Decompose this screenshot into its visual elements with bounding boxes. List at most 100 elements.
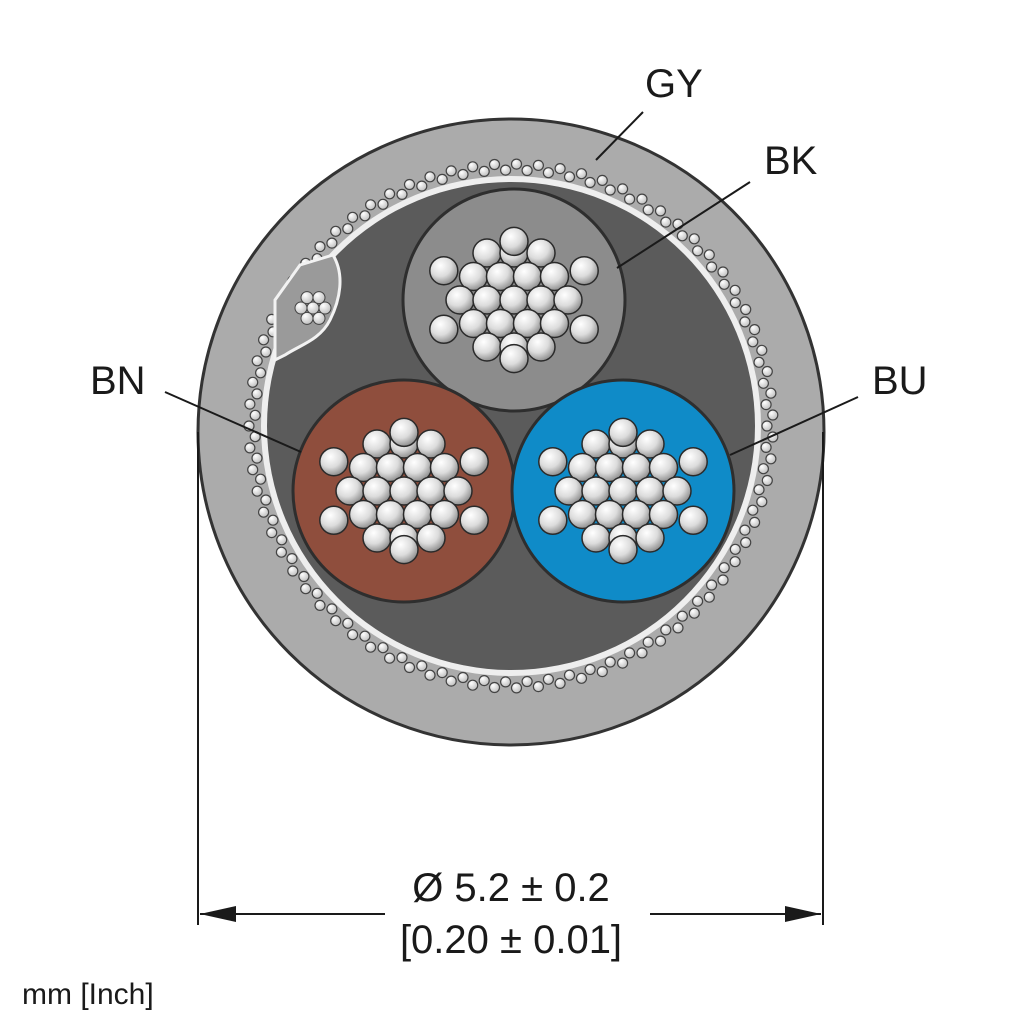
dimension-arrow-left (200, 906, 236, 922)
drain-strand (312, 291, 326, 305)
shield-wire (642, 636, 654, 648)
shield-wire (717, 574, 729, 586)
shield-wire (748, 324, 761, 336)
shield-wire (416, 180, 428, 192)
shield-wire (748, 516, 761, 529)
shield-wire (596, 174, 608, 186)
drain-strand (300, 291, 314, 305)
drain-strand (312, 311, 326, 325)
shield-wire (575, 672, 588, 684)
conductor-strand (539, 308, 570, 339)
shield-wire (488, 158, 501, 171)
conductor-strand (581, 523, 611, 553)
shield-wire (467, 679, 479, 691)
shield-wire (311, 587, 323, 599)
shield-wire (326, 603, 338, 615)
shield-wire (247, 464, 259, 476)
shield-wire (347, 211, 359, 223)
shield-wire (403, 661, 416, 674)
conductor-strand (429, 314, 459, 345)
units-note: mm [Inch] (22, 978, 154, 1011)
shield-wire (260, 494, 272, 506)
shield-wire (467, 161, 479, 173)
strands-bn (319, 417, 489, 565)
shield-wire (326, 237, 338, 249)
shield-wire (247, 376, 259, 388)
shield-wire (359, 630, 371, 642)
conductor-strand (389, 417, 419, 448)
shield-wire (554, 163, 566, 175)
shield-wire (365, 199, 377, 211)
shield-wire (717, 266, 729, 278)
conductor-strand (538, 505, 568, 536)
conductor-strand (389, 534, 419, 565)
conductor-strand (553, 285, 583, 315)
shield-wire (424, 171, 436, 183)
shield-wire (604, 656, 616, 668)
shield-wire (747, 336, 759, 348)
shield-wire (251, 485, 263, 497)
shield-wire (478, 165, 490, 177)
shield-wire (251, 355, 263, 367)
braided-shield (243, 158, 779, 694)
conductor-strand (429, 452, 460, 483)
shield-wire (510, 682, 523, 694)
shield-wire (258, 334, 270, 346)
strands-bk (429, 226, 599, 374)
conductor-strand (416, 523, 446, 553)
shield-wire (753, 484, 765, 496)
shield-wire (260, 346, 272, 358)
shield-wire (740, 536, 752, 549)
shield-wire (747, 504, 759, 516)
shield-wire (457, 671, 469, 684)
conductor-strand (678, 505, 708, 536)
conductor-strand (569, 255, 599, 286)
shield-wire (757, 377, 770, 389)
shield-wire (521, 164, 533, 177)
shield-wire (676, 230, 688, 242)
shield-wire (500, 676, 512, 688)
shield-wire (251, 388, 263, 400)
shield-wire (267, 514, 279, 526)
shield-wire (703, 591, 715, 603)
shield-wire (756, 496, 768, 508)
shield-wire (384, 652, 396, 664)
shield-wire (342, 223, 354, 235)
shield-wire (287, 565, 299, 577)
conductor-strand (648, 452, 679, 483)
shield-wire (457, 168, 469, 181)
shield-wire (740, 303, 752, 316)
shield-wire (359, 210, 371, 222)
shield-wire (623, 647, 636, 659)
conductor-strand (608, 534, 638, 565)
shield-wire (575, 168, 588, 180)
conductor-strand (459, 446, 489, 477)
shield-wire (761, 365, 773, 378)
shield-wire (654, 635, 667, 647)
shield-wire (636, 193, 648, 205)
label-bn: BN (90, 359, 146, 403)
shield-wire (739, 316, 751, 328)
shield-wire (705, 579, 718, 591)
conductor-strand (526, 238, 556, 268)
shield-wire (436, 666, 448, 679)
shield-wire (396, 188, 408, 200)
shield-wire (760, 399, 772, 411)
shield-wire (718, 562, 730, 574)
drain-strand (294, 301, 308, 315)
conductor-strand (678, 446, 708, 477)
shield-wire (500, 164, 512, 176)
leader-line-bn (164, 391, 302, 453)
conductor-strand (538, 446, 568, 477)
shield-wire (244, 398, 256, 410)
label-gy: GY (645, 62, 703, 106)
shield-wire (563, 669, 576, 681)
leader-line-bu (729, 396, 859, 456)
conductor-strand (459, 505, 489, 536)
shield-wire (255, 473, 267, 485)
shield-wire (563, 171, 576, 183)
shield-wire (330, 225, 342, 237)
shield-wire (729, 543, 741, 555)
shield-wire (765, 453, 777, 465)
